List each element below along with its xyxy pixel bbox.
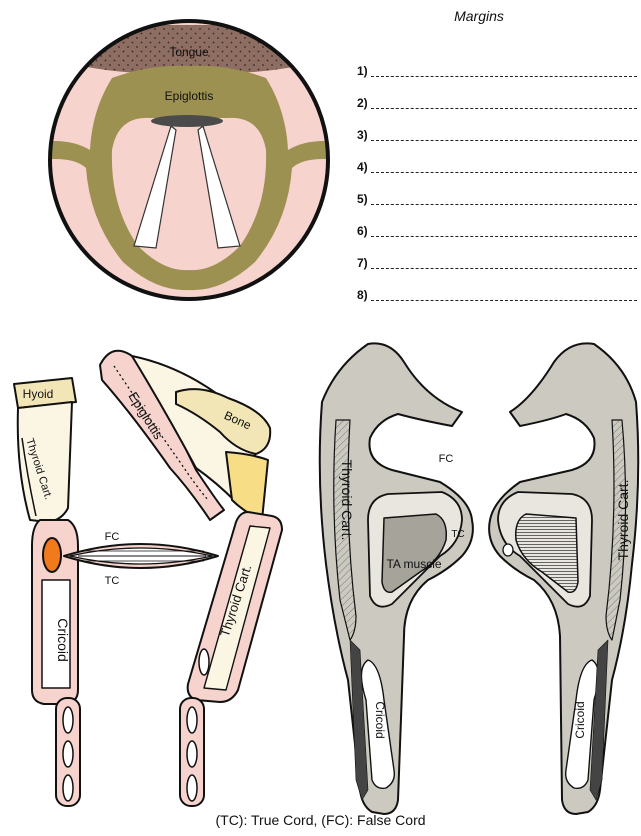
tongue-label: Tongue bbox=[169, 45, 209, 59]
tc-label-coronal: TC bbox=[451, 529, 464, 540]
cricoid-label-coronal-left: Cricoid bbox=[373, 701, 387, 738]
glottis-shadow bbox=[151, 115, 223, 127]
pre-epiglottic-space bbox=[226, 452, 268, 520]
tc-label-sagittal: TC bbox=[105, 575, 120, 587]
laryngoscopic-view: Tongue Epiglottis bbox=[40, 21, 340, 299]
epiglottis-label: Epiglottis bbox=[165, 89, 214, 103]
thyroid-cart-label-coronal-right: Thyroid Cart. bbox=[615, 480, 631, 561]
ta-muscle-label: TA muscle bbox=[386, 557, 441, 571]
fc-label-coronal: FC bbox=[439, 453, 454, 465]
cricoid-label-coronal-right: Cricoid bbox=[573, 701, 587, 738]
figure-caption: (TC): True Cord, (FC): False Cord bbox=[0, 812, 641, 828]
hyoid-label: Hyoid bbox=[23, 387, 54, 401]
arytenoid bbox=[43, 538, 61, 572]
fc-label-sagittal: FC bbox=[105, 531, 120, 543]
cricoid-label-sagittal: Cricoid bbox=[55, 618, 71, 662]
thyroid-cart-label-coronal-left: Thyroid Cart. bbox=[339, 460, 355, 541]
coronal-view bbox=[320, 343, 639, 814]
